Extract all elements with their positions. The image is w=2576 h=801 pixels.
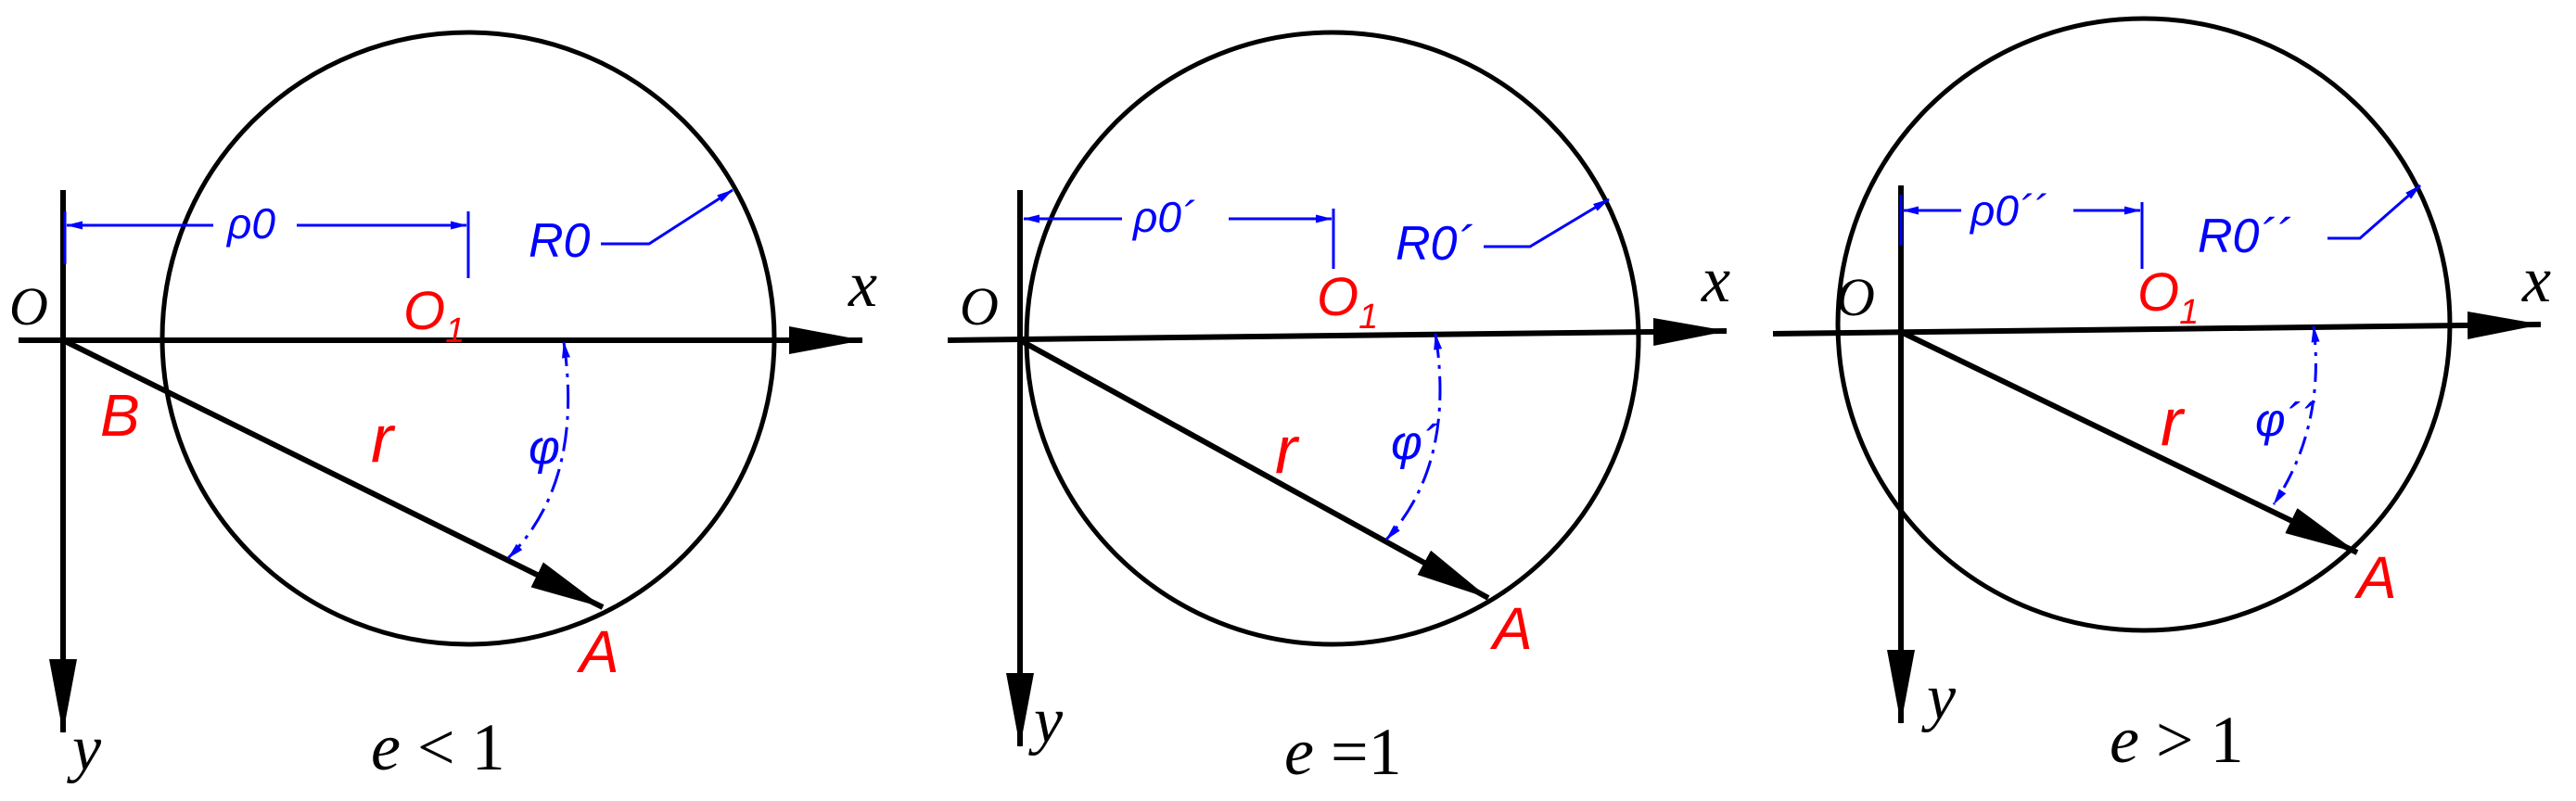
radius-R-leader [601, 188, 733, 246]
phi-label: φ´´ [2255, 394, 2316, 446]
phi-angle-arc [1384, 333, 1443, 541]
y-axis-label: y [67, 713, 102, 784]
x-axis [1772, 311, 2542, 339]
panel-e-greater-than-1: O x y O1 A r ρ0´´ R0´´ φ´´ e > 1 [1772, 16, 2551, 777]
r-label: r [371, 402, 396, 477]
R-label: R0 [529, 214, 591, 268]
radius-R-leader [2327, 184, 2421, 240]
x-axis-label: x [1701, 245, 1730, 316]
R-label: R0´ [1396, 217, 1473, 271]
center-O1-label: O1 [403, 281, 465, 350]
point-A-label: A [576, 618, 619, 685]
caption: e > 1 [2110, 703, 2244, 777]
center-subscript: 1 [2179, 293, 2199, 332]
y-axis-label: y [1028, 685, 1064, 756]
phi-label: φ´ [1391, 416, 1438, 470]
panel-e-equal-1: O x y O1 A r ρ0´ R0´ φ´ e =1 [947, 30, 1730, 789]
phi-angle-arc [2272, 325, 2320, 505]
rho-label: ρ0´ [1131, 193, 1195, 241]
phi-angle-arc [506, 341, 570, 560]
point-A-label: A [1489, 595, 1533, 662]
caption: e < 1 [371, 710, 505, 784]
center-O1-label: O1 [1317, 267, 1378, 337]
point-A-label: A [2353, 544, 2397, 611]
x-axis [947, 317, 1728, 346]
point-B-label: B [100, 382, 140, 449]
r-label: r [2161, 386, 2186, 460]
center-subscript: 1 [1358, 298, 1378, 337]
x-axis-label: x [2521, 245, 2551, 316]
radius-vector-r [1018, 337, 1490, 601]
radius-vector-r [61, 337, 605, 610]
R-label: R0´´ [2198, 210, 2291, 263]
rho-label: ρ0 [225, 199, 275, 248]
origin-label: O [9, 276, 48, 337]
radius-vector-r [1899, 329, 2359, 555]
y-axis-label: y [1921, 662, 1957, 733]
center-O1-label: O1 [2137, 262, 2199, 332]
origin-label: O [1836, 267, 1875, 327]
x-axis-label: x [848, 249, 877, 321]
center-subscript: 1 [445, 312, 465, 350]
caption: e =1 [1284, 715, 1402, 789]
origin-label: O [960, 276, 999, 337]
phi-label: φ [529, 421, 560, 475]
rho-label: ρ0´´ [1969, 186, 2047, 235]
r-label: r [1275, 413, 1300, 488]
radius-R-leader [1484, 197, 1610, 248]
panel-e-less-than-1: O x y O1 B A r ρ0 R0 φ e < 1 [9, 30, 877, 784]
